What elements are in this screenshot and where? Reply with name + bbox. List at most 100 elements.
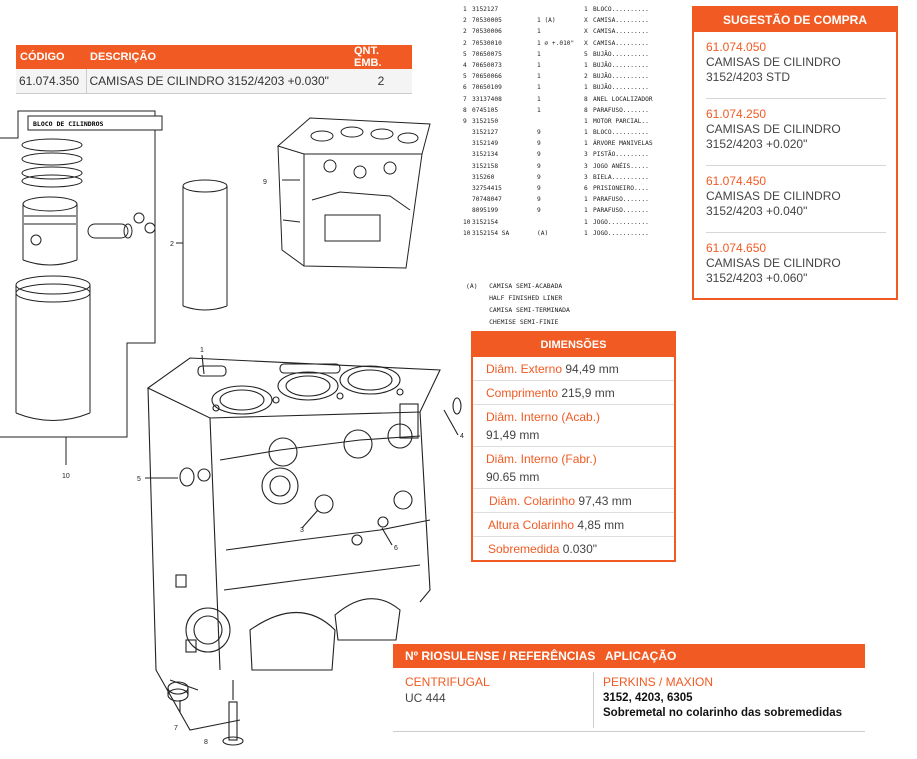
callout-8: 8 — [204, 739, 208, 746]
part-note: 9 — [537, 129, 541, 137]
part-note: 9 — [537, 185, 541, 192]
part-ref-number: 8 — [463, 106, 467, 114]
part-number: 33137408 — [472, 95, 502, 103]
callout-9: 9 — [263, 179, 267, 186]
part-ref-number: 2 — [463, 28, 467, 36]
application-column: PERKINS / MAXION 3152, 4203, 6305 Sobrem… — [603, 674, 842, 720]
col-qty-header: QNT. EMB. — [350, 45, 412, 69]
suggestion-title: SUGESTÃO DE COMPRA — [694, 8, 896, 32]
part-note: 9 — [537, 207, 541, 215]
dimension-label: Diâm. Colarinho — [489, 494, 576, 508]
product-table-header: CÓDIGO DESCRIÇÃO QNT. EMB. — [16, 45, 412, 69]
table-row: 61.074.350 CAMISAS DE CILINDRO 3152/4203… — [16, 69, 412, 94]
part-note: 9 — [537, 140, 541, 148]
part-description: CAMISA......... — [593, 28, 649, 36]
note-line: (A) CAMISA SEMI-ACABADA — [466, 282, 563, 290]
engine-block-drawing: 1 3 4 5 6 7 8 — [137, 347, 464, 746]
part-description: ÁRVORE MANIVELAS — [593, 140, 653, 148]
suggestion-code-link[interactable]: 61.074.250 — [706, 107, 767, 121]
reference-column: CENTRIFUGAL UC 444 — [405, 674, 490, 706]
part-note: 1 — [537, 73, 541, 81]
part-description: BLOCO.......... — [593, 129, 649, 137]
note-line: CHEMISE SEMI-FINIE — [466, 318, 559, 326]
references-table: Nº RIOSULENSE / REFERÊNCIAS APLICAÇÃO CE… — [393, 644, 865, 732]
part-description: PARAFUSO....... — [593, 207, 649, 215]
part-number: 0745105 — [472, 106, 499, 114]
reference-code: UC 444 — [405, 691, 446, 705]
dimension-label: Sobremedida — [488, 542, 560, 556]
part-number: 3152127 — [472, 6, 499, 13]
block-top-deck — [146, 357, 441, 419]
suggestion-item[interactable]: 61.074.250 CAMISAS DE CILINDRO 3152/4203… — [706, 99, 886, 166]
col-description-header: DESCRIÇÃO — [86, 45, 350, 69]
part-description: PISTÃO......... — [593, 151, 649, 159]
part-note: 1 ∅ +.010" — [537, 39, 575, 47]
liner-kit-drawing: BLOCO DE CILINDROS 10 — [0, 110, 163, 480]
col-code-header: CÓDIGO — [16, 45, 86, 69]
part-number: 3152134 — [472, 151, 499, 159]
callout-1: 1 — [200, 347, 204, 354]
parts-notes: (A) CAMISA SEMI-ACABADA HALF FINISHED LI… — [466, 280, 570, 328]
product-table: CÓDIGO DESCRIÇÃO QNT. EMB. 61.074.350 CA… — [16, 45, 412, 94]
part-quantity: 3 — [584, 173, 588, 181]
dimension-row: Comprimento 215,9 mm — [473, 381, 674, 405]
column-divider — [593, 672, 594, 728]
part-quantity: X — [584, 17, 588, 25]
suggestion-description: CAMISAS DE CILINDRO 3152/4203 +0.040" — [706, 189, 841, 218]
dimension-row: Diâm. Interno (Acab.) 91,49 mm — [473, 405, 674, 447]
part-description: BLOCO.......... — [593, 6, 649, 13]
part-ref-number: 1 — [463, 6, 467, 13]
dimension-value: 215,9 mm — [561, 386, 615, 400]
part-quantity: 3 — [584, 162, 588, 170]
part-number: 70650075 — [472, 50, 502, 58]
part-description: CAMISA......... — [593, 39, 649, 47]
part-ref-number: 5 — [463, 73, 467, 81]
dimension-value: 90.65 mm — [486, 470, 540, 484]
application-note: Sobremetal no colarinho das sobremedidas — [603, 707, 843, 719]
dimension-label: Diâm. Externo — [486, 362, 563, 376]
part-description: JOGO........... — [593, 229, 649, 237]
reference-brand: CENTRIFUGAL — [405, 675, 490, 689]
callout-6: 6 — [394, 545, 398, 552]
part-description: MOTOR PARCIAL.. — [593, 117, 649, 125]
part-note: 1 — [537, 61, 541, 69]
part-quantity: 2 — [584, 73, 588, 81]
suggestion-item[interactable]: 61.074.450 CAMISAS DE CILINDRO 3152/4203… — [706, 166, 886, 233]
part-description: PRISIONEIRO.... — [593, 185, 649, 192]
liner-and-partial-engine-drawing: 2 9 — [170, 117, 431, 311]
part-quantity: 1 — [584, 196, 588, 204]
suggestion-code-link[interactable]: 61.074.650 — [706, 241, 767, 255]
part-description: ANEL LOCALIZADOR — [593, 95, 653, 103]
part-quantity: 8 — [584, 95, 588, 103]
callout-4: 4 — [460, 433, 464, 440]
suggestion-description: CAMISAS DE CILINDRO 3152/4203 +0.060" — [706, 256, 841, 285]
part-quantity: 8 — [584, 106, 588, 114]
part-note: 9 — [537, 162, 541, 170]
suggestion-code-link[interactable]: 61.074.450 — [706, 174, 767, 188]
part-note: 1 — [537, 106, 541, 114]
suggestion-item[interactable]: 61.074.650 CAMISAS DE CILINDRO 3152/4203… — [706, 233, 886, 300]
application-models: 3152, 4203, 6305 — [603, 692, 693, 704]
part-number: 70530005 — [472, 17, 502, 25]
callout-2: 2 — [170, 241, 174, 248]
dimension-label: Comprimento — [486, 386, 559, 400]
suggestion-item[interactable]: 61.074.050 CAMISAS DE CILINDRO 3152/4203… — [706, 32, 886, 99]
dimensions-panel: DIMENSÕES Diâm. Externo 94,49 mm Comprim… — [471, 331, 676, 562]
dimension-label: Diâm. Interno (Acab.) — [486, 410, 601, 424]
part-quantity: 1 — [584, 218, 588, 226]
part-quantity: X — [584, 28, 588, 36]
dimension-row: Diâm. Interno (Fabr.) 90.65 mm — [473, 447, 674, 489]
suggestion-code-link[interactable]: 61.074.050 — [706, 40, 767, 54]
part-number: 70530010 — [472, 39, 502, 47]
